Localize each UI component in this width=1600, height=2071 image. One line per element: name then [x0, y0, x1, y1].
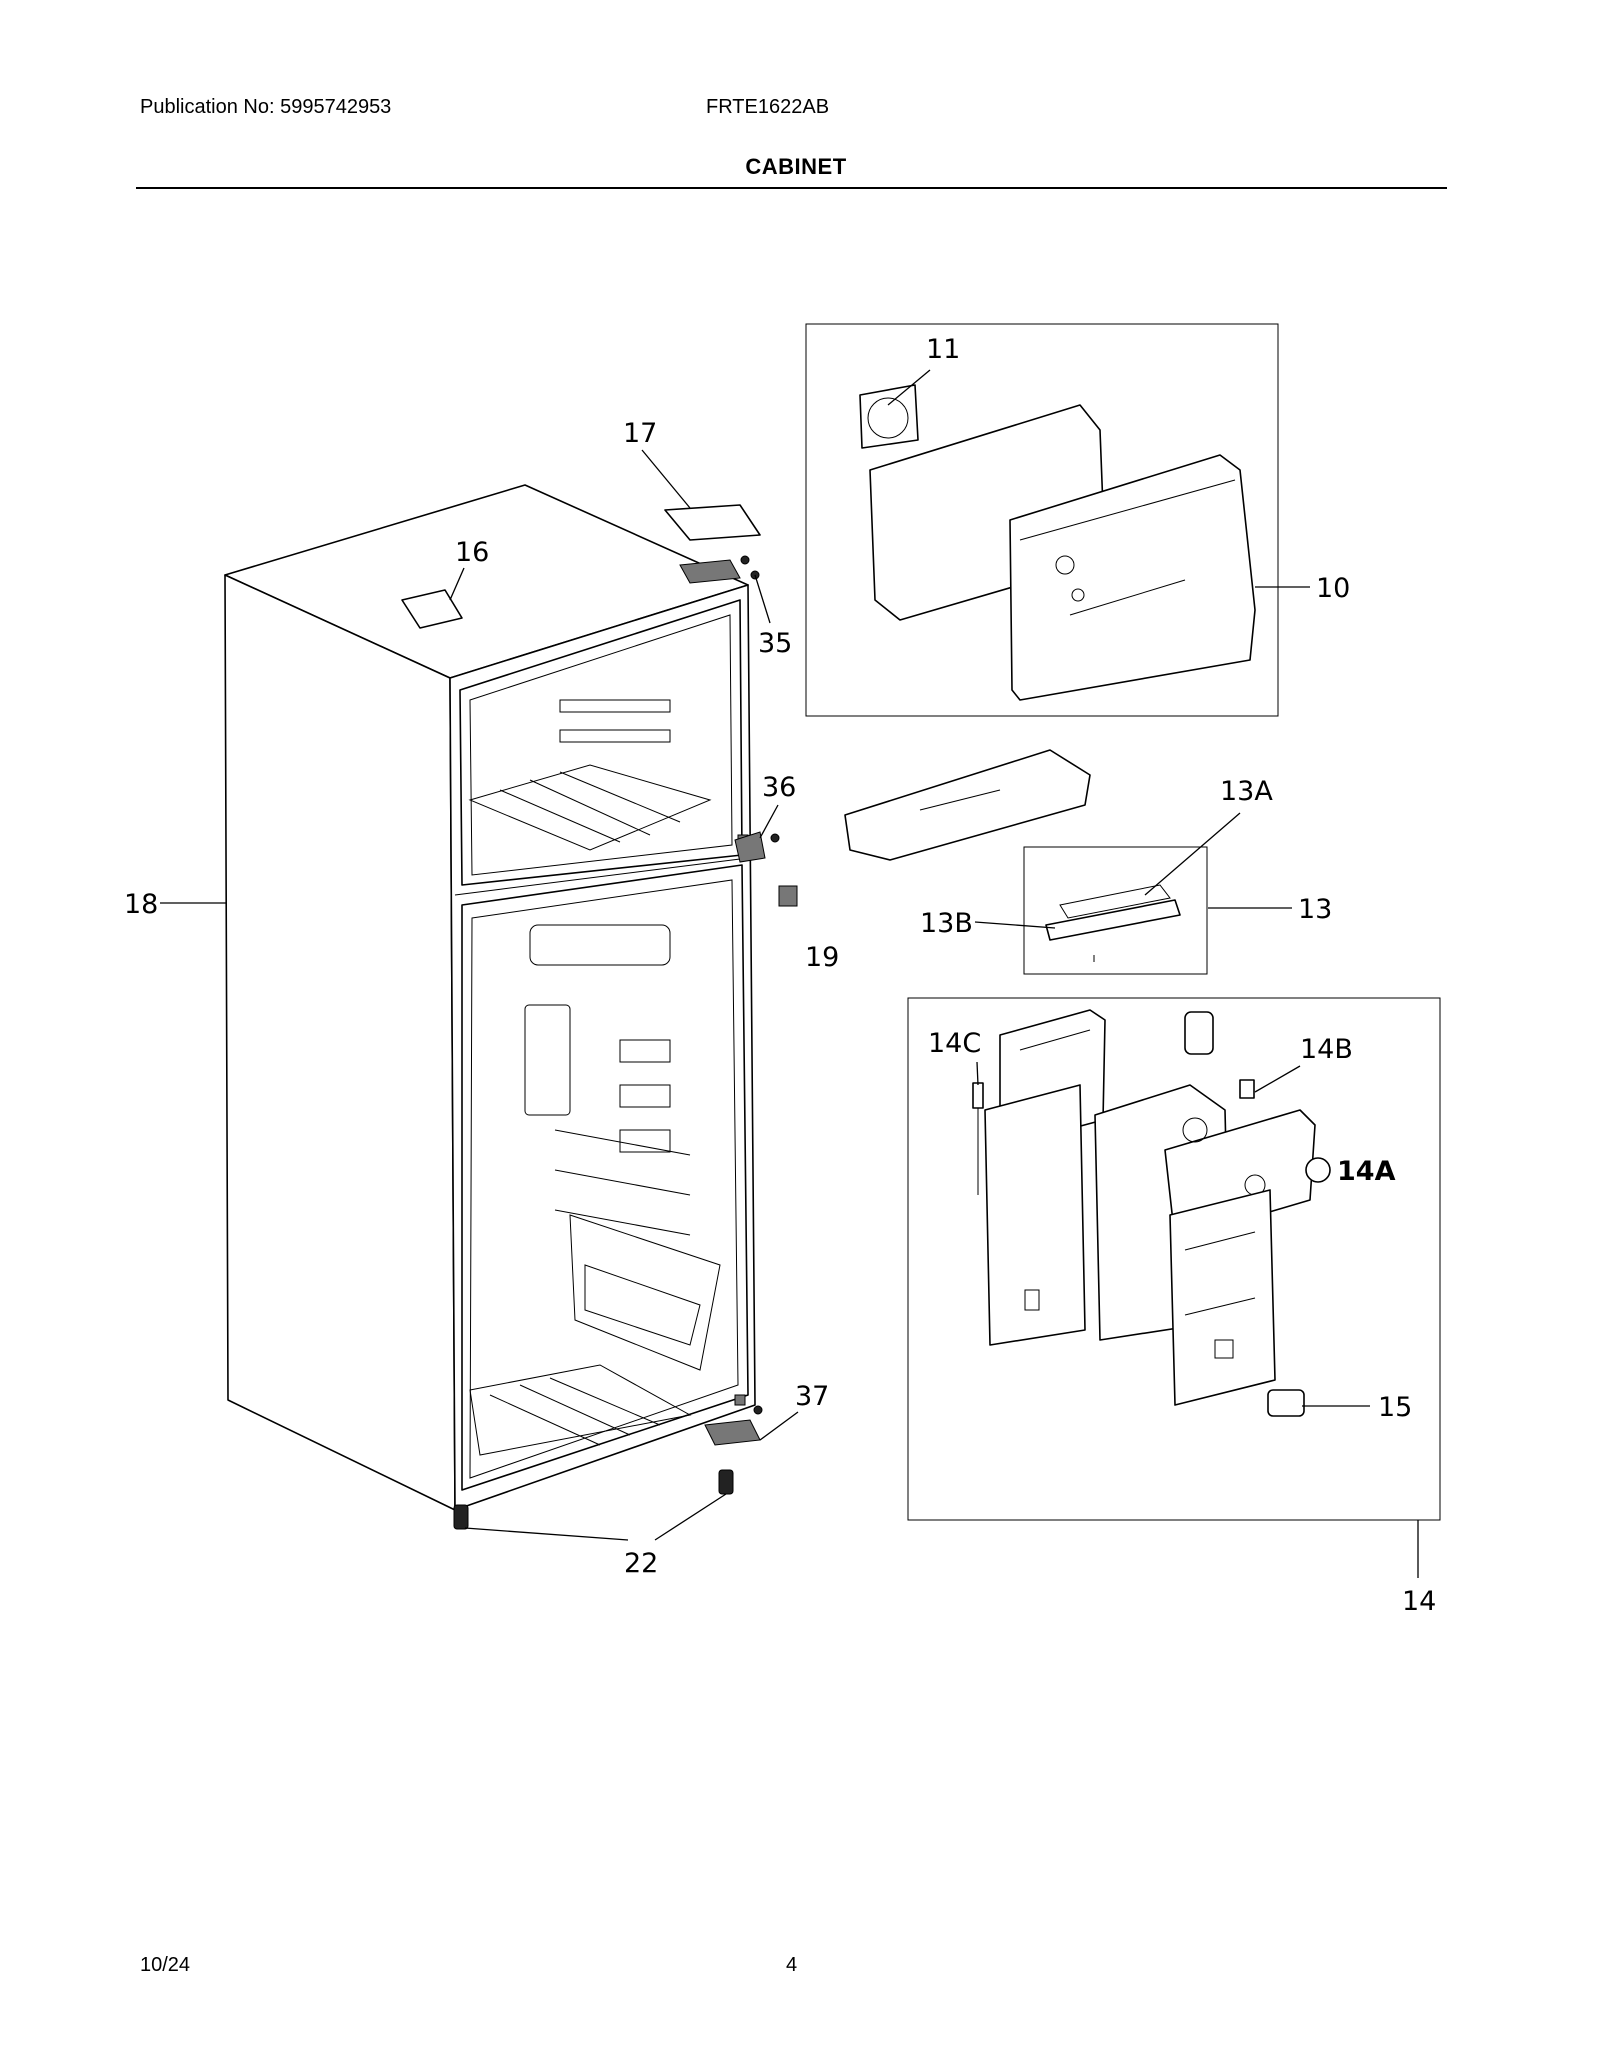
part-22-foot-left: [453, 1504, 469, 1530]
part-16-cover: [401, 589, 463, 629]
part-19-block: [778, 885, 798, 907]
callout-15: 15: [1378, 1392, 1412, 1423]
cabinet-body: [224, 484, 756, 1511]
callout-14: 14: [1402, 1586, 1436, 1617]
part-35-hinge: [679, 559, 741, 584]
leader-lines: [160, 369, 1419, 1578]
detail-box-evaporator: [805, 323, 1279, 717]
callout-14c: 14C: [928, 1028, 981, 1059]
part-11-fan: [859, 384, 919, 449]
part-37-hinge: [704, 1419, 761, 1446]
publication-number: Publication No: 5995742953: [140, 96, 392, 118]
callout-22: 22: [624, 1548, 658, 1579]
part-22-foot-right: [718, 1469, 734, 1495]
callout-13: 13: [1298, 894, 1332, 925]
detail-box-14: [907, 997, 1441, 1521]
part-13a-13b-assembly: [1045, 899, 1181, 941]
callout-14b: 14B: [1300, 1034, 1353, 1065]
part-36-hinge: [734, 831, 766, 863]
header-divider: [136, 187, 1447, 189]
part-14b-clip: [1239, 1079, 1255, 1099]
callout-17: 17: [623, 418, 657, 449]
page-number: 4: [786, 1954, 798, 1976]
callout-13b: 13B: [920, 908, 973, 939]
callout-13a: 13A: [1220, 776, 1273, 807]
callout-10: 10: [1316, 573, 1350, 604]
part-15-lens: [1267, 1389, 1305, 1417]
page-title: CABINET: [0, 154, 1600, 180]
callout-36: 36: [762, 772, 796, 803]
model-number: FRTE1622AB: [706, 96, 830, 118]
footer-date: 10/24: [140, 1954, 191, 1976]
tray-part: [844, 749, 1091, 861]
callout-19: 19: [805, 942, 839, 973]
part-14c-probe: [972, 1082, 984, 1109]
page-title-text: CABINET: [745, 154, 847, 179]
callout-35: 35: [758, 628, 792, 659]
callout-16: 16: [455, 537, 489, 568]
callout-11: 11: [926, 334, 960, 365]
callout-14a: 14A: [1337, 1156, 1396, 1187]
callout-18: 18: [124, 889, 158, 920]
part-17-cover: [664, 504, 761, 541]
detail-box-13: [1023, 846, 1208, 975]
callout-37: 37: [795, 1381, 829, 1412]
